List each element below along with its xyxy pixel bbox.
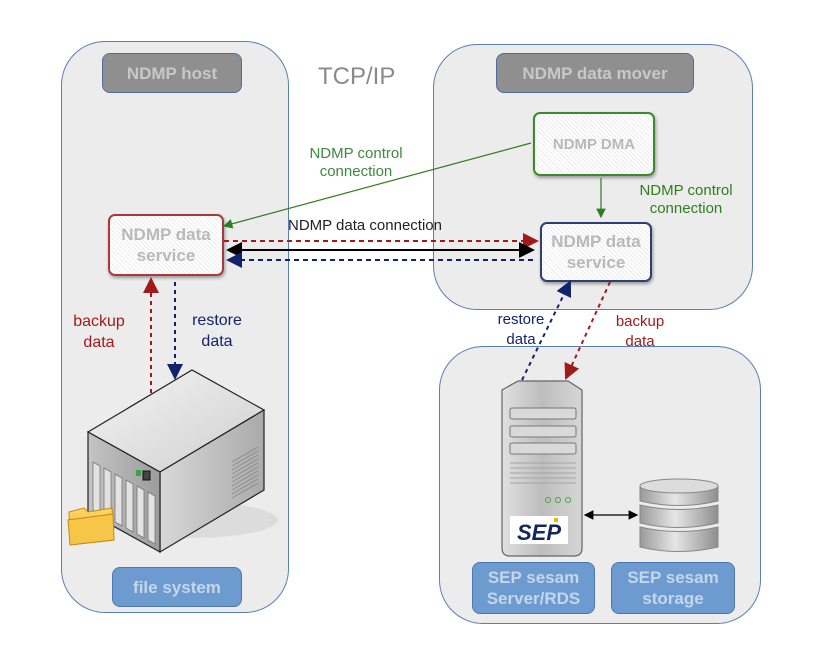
data-connection-label: NDMP data connection bbox=[288, 217, 442, 234]
host-backup-label: backup data bbox=[73, 313, 125, 351]
folder-icon bbox=[67, 507, 115, 546]
host-restore-label: restore data bbox=[192, 312, 242, 350]
file-server-icon bbox=[86, 369, 278, 554]
sesam-restore-arrow bbox=[521, 280, 572, 381]
file-system-text: file system bbox=[133, 577, 221, 597]
sesam-restore-label: restore data bbox=[497, 311, 545, 348]
host-data-service-text: NDMP data service bbox=[121, 225, 211, 265]
dma-text: NDMP DMA bbox=[552, 135, 636, 153]
mover-data-service-text: NDMP data service bbox=[551, 232, 641, 272]
mover-data-service-node: NDMP data service bbox=[540, 222, 652, 282]
control-connection-right-label: NDMP control connection bbox=[639, 182, 733, 217]
sesam-storage-tag: SEP sesam storage bbox=[611, 562, 735, 614]
sep-logo-dot bbox=[554, 518, 558, 522]
ndmp-host-title-text: NDMP host bbox=[126, 63, 218, 83]
network-label: TCP/IP bbox=[318, 63, 396, 90]
sesam-server-tag: SEP sesam Server/RDS bbox=[472, 562, 595, 614]
sesam-storage-text: SEP sesam storage bbox=[627, 568, 719, 608]
control-connection-left-label: NDMP control connection bbox=[309, 145, 403, 180]
sep-logo: SEP bbox=[517, 520, 561, 545]
dma-node: NDMP DMA bbox=[533, 112, 655, 176]
ndmp-data-mover-title: NDMP data mover bbox=[496, 53, 694, 93]
sesam-server-icon bbox=[501, 380, 583, 557]
sesam-backup-label: backup data bbox=[615, 313, 665, 350]
sesam-backup-arrow bbox=[564, 281, 611, 380]
ndmp-data-mover-title-text: NDMP data mover bbox=[522, 63, 668, 83]
control-connection-dma-to-host bbox=[222, 142, 532, 229]
sesam-server-text: SEP sesam Server/RDS bbox=[486, 568, 581, 608]
host-data-service-node: NDMP data service bbox=[108, 214, 224, 276]
storage-disk-stack-icon bbox=[639, 478, 719, 552]
ndmp-host-title: NDMP host bbox=[102, 53, 242, 93]
file-system-tag: file system bbox=[112, 567, 242, 607]
